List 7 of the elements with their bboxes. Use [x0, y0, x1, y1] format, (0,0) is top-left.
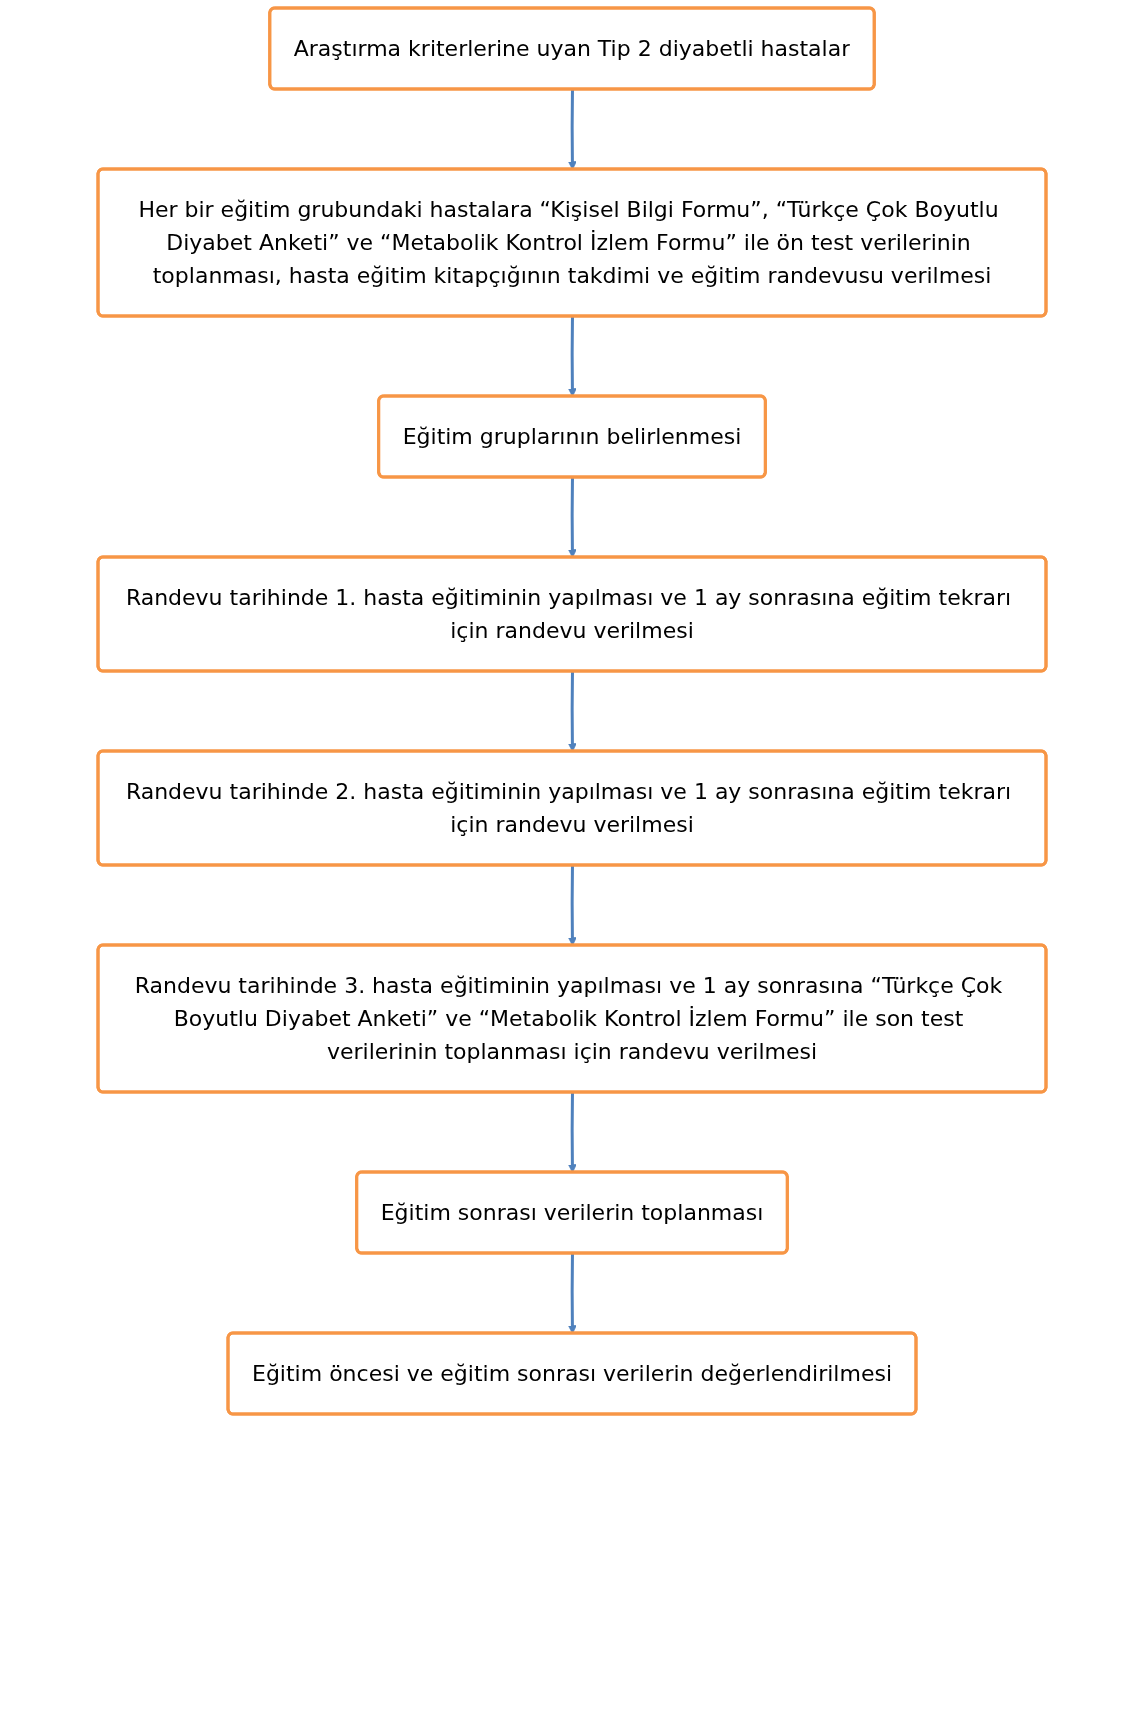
arrow [567, 1092, 577, 1173]
arrow [567, 316, 577, 397]
arrow [567, 477, 577, 558]
arrow [567, 89, 577, 170]
arrow [567, 671, 577, 752]
arrow [567, 1253, 577, 1334]
arrow [567, 865, 577, 946]
